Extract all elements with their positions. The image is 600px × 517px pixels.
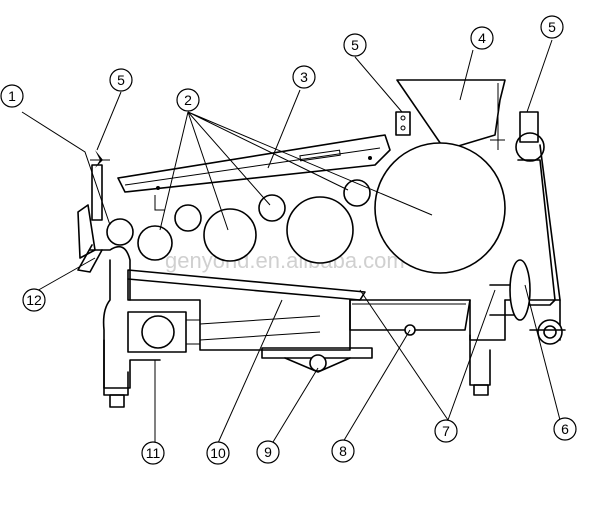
callout-circle [434,419,458,443]
callout-number: 3 [300,69,308,85]
callout-circle [22,288,46,312]
callout-number: 10 [210,445,226,461]
callout-circle [331,439,355,463]
callout-c3: 3 [292,65,316,89]
callout-number: 5 [117,72,125,88]
adjuster-bracket [395,111,411,136]
callout-c4: 4 [470,26,494,50]
callout-number: 7 [442,423,450,439]
callout-c2: 2 [176,88,200,112]
callout-circle [343,33,367,57]
callout-c5b: 5 [343,33,367,57]
callout-c8: 8 [331,439,355,463]
machine-frame [89,245,561,389]
main-drum [374,142,506,274]
leader-lines [21,39,561,444]
callout-circle [176,88,200,112]
callout-number: 1 [8,88,16,104]
callout-number: 5 [351,37,359,53]
callout-c7: 7 [434,419,458,443]
callout-circle [256,440,280,464]
callout-c5c: 5 [540,15,564,39]
callout-c9: 9 [256,440,280,464]
callout-c10: 10 [206,441,230,465]
callout-number: 6 [561,421,569,437]
callout-c11: 11 [141,441,165,465]
left-tensioner [77,150,110,273]
callout-number: 4 [478,30,486,46]
top-belt-assembly [117,134,391,211]
callout-number: 12 [26,292,42,308]
callout-circle [141,441,165,465]
callout-number: 9 [264,444,272,460]
drive-motor [127,311,321,353]
callout-circle [292,65,316,89]
callout-circle [109,68,133,92]
callout-number: 2 [184,92,192,108]
callout-circle [0,84,24,108]
callout-number: 5 [548,19,556,35]
callout-circle [470,26,494,50]
fan-tray [261,347,373,373]
callout-number: 11 [146,445,161,461]
callout-c12: 12 [22,288,46,312]
callout-circle [540,15,564,39]
callout-number: 8 [339,443,347,459]
callout-circle [206,441,230,465]
feed-hopper [396,79,506,151]
callout-c6: 6 [553,417,577,441]
roller-set [106,132,545,264]
watermark: genyond.en.alibaba.com [165,248,405,273]
callout-c1: 1 [0,84,24,108]
callout-circle [553,417,577,441]
callout-c5a: 5 [109,68,133,92]
right-frame [489,111,566,345]
